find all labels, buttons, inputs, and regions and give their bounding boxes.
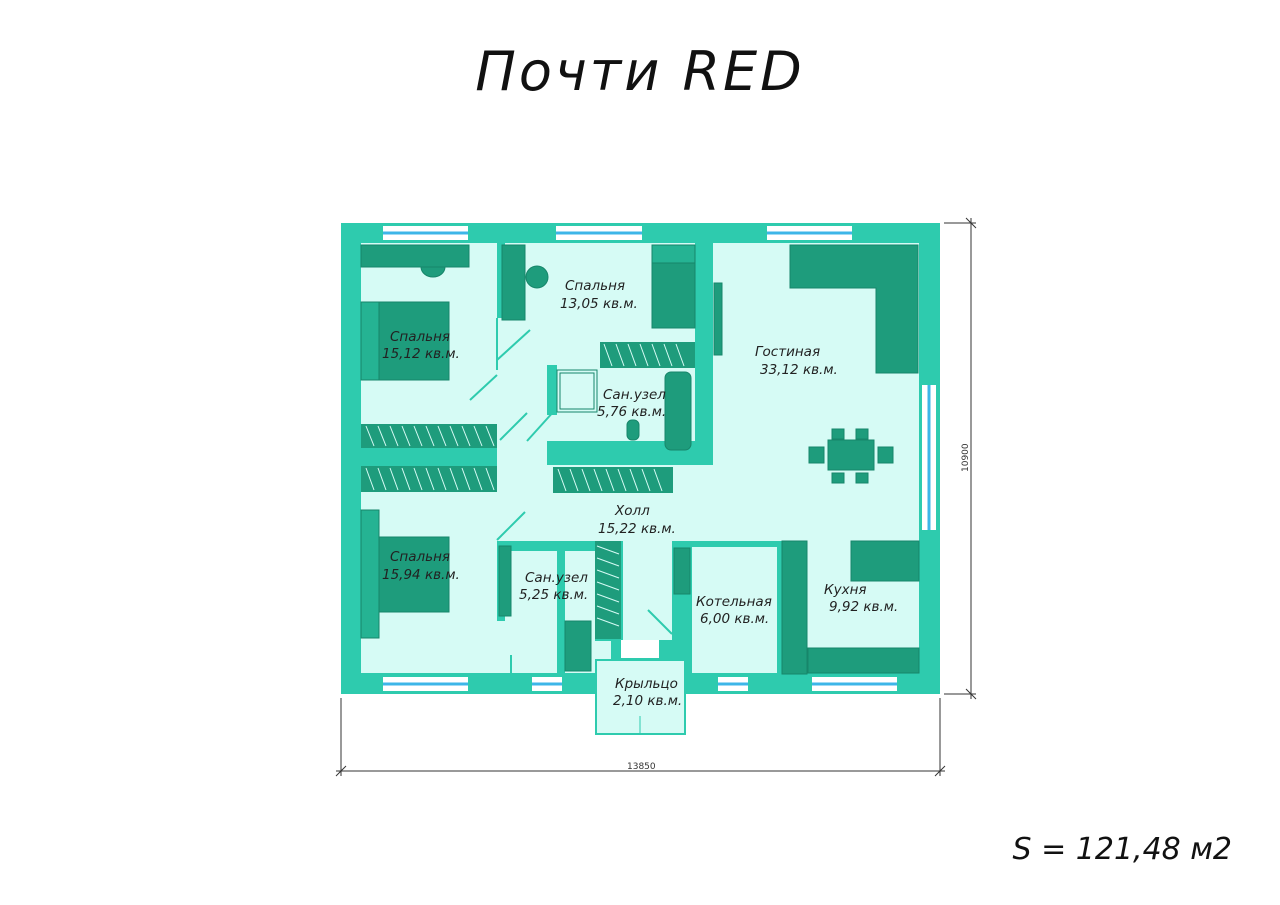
room-area: 15,22 кв.м. <box>598 521 676 537</box>
room-area: 9,92 кв.м. <box>829 599 898 615</box>
room-area: 15,12 кв.м. <box>382 346 460 362</box>
room-name: Гостиная <box>755 344 820 360</box>
room-name: Сан.узел <box>525 570 588 586</box>
height-dimension: 10900 <box>961 443 971 472</box>
windows <box>383 226 936 691</box>
room-name: Котельная <box>696 594 772 610</box>
room-area: 15,94 кв.м. <box>382 567 460 583</box>
furniture <box>360 244 920 675</box>
room-area: 2,10 кв.м. <box>613 693 682 709</box>
room-name: Крыльцо <box>615 676 678 692</box>
room-name: Спальня <box>390 549 450 565</box>
room-name: Спальня <box>390 329 450 345</box>
room-area: 5,76 кв.м. <box>597 404 666 420</box>
room-name: Сан.узел <box>603 387 666 403</box>
width-dimension: 13850 <box>627 762 656 772</box>
room-area: 5,25 кв.м. <box>519 587 588 603</box>
room-area: 6,00 кв.м. <box>700 611 769 627</box>
dimension-lines <box>335 217 977 777</box>
room-name: Холл <box>614 503 650 519</box>
room-name: Кухня <box>824 582 867 598</box>
room-area: 13,05 кв.м. <box>560 296 638 312</box>
door-swings <box>469 318 673 674</box>
plan-title: Почти RED <box>475 40 805 103</box>
room-area: 33,12 кв.м. <box>760 362 838 378</box>
room-name: Спальня <box>565 278 625 294</box>
total-area: S = 121,48 м2 <box>1012 832 1232 867</box>
